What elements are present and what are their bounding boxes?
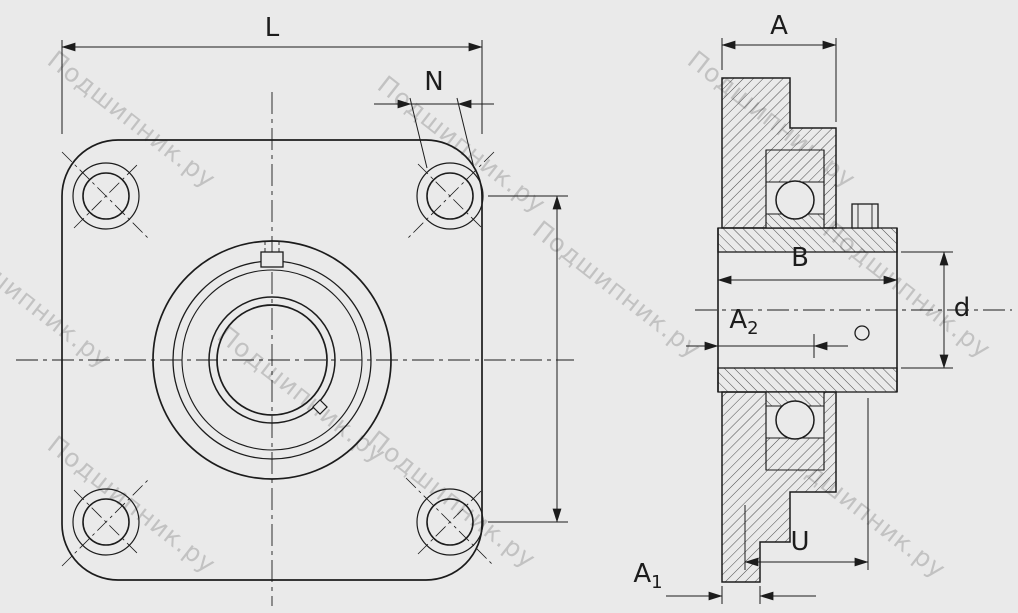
dim-B-label: B [791, 243, 809, 273]
dim-A2-label: A2 [729, 305, 758, 339]
dim-N-label: N [424, 67, 443, 97]
dim-L: L [61, 13, 483, 134]
bolt-hole-bottom-left [61, 477, 151, 567]
ball-bottom [775, 400, 815, 440]
shaft-sleeve [717, 203, 898, 393]
dim-A2: A2 [686, 305, 848, 358]
dim-B: B [717, 243, 898, 285]
dim-N: N [374, 67, 494, 169]
dim-A1-label: A1 [633, 559, 662, 593]
dim-bolt-spacing [488, 195, 568, 523]
ball-top [775, 180, 815, 220]
dim-U: U [744, 398, 869, 570]
locking-notch [312, 399, 328, 415]
front-centerlines [16, 92, 574, 606]
dim-U-label: U [790, 527, 809, 557]
bearing-circles [152, 240, 392, 480]
set-screw-front [260, 241, 284, 268]
dim-A1: A1 [633, 559, 816, 604]
side-view: A B d A2 [633, 11, 1012, 604]
dim-L-label: L [265, 13, 280, 43]
bolt-holes [61, 151, 495, 567]
set-screw-hole [854, 325, 870, 341]
bolt-hole-top-left [61, 151, 151, 241]
bearing-bottom [765, 391, 825, 471]
dim-d-label: d [954, 293, 971, 323]
bolt-hole-top-right [405, 151, 495, 241]
dim-A-label: A [770, 11, 788, 41]
front-view: L N [16, 13, 574, 606]
dim-A: A [721, 11, 837, 122]
set-screw-side [851, 203, 879, 229]
bearing-top [765, 149, 825, 229]
dim-d: d [901, 251, 971, 369]
bolt-hole-bottom-right [405, 477, 495, 567]
